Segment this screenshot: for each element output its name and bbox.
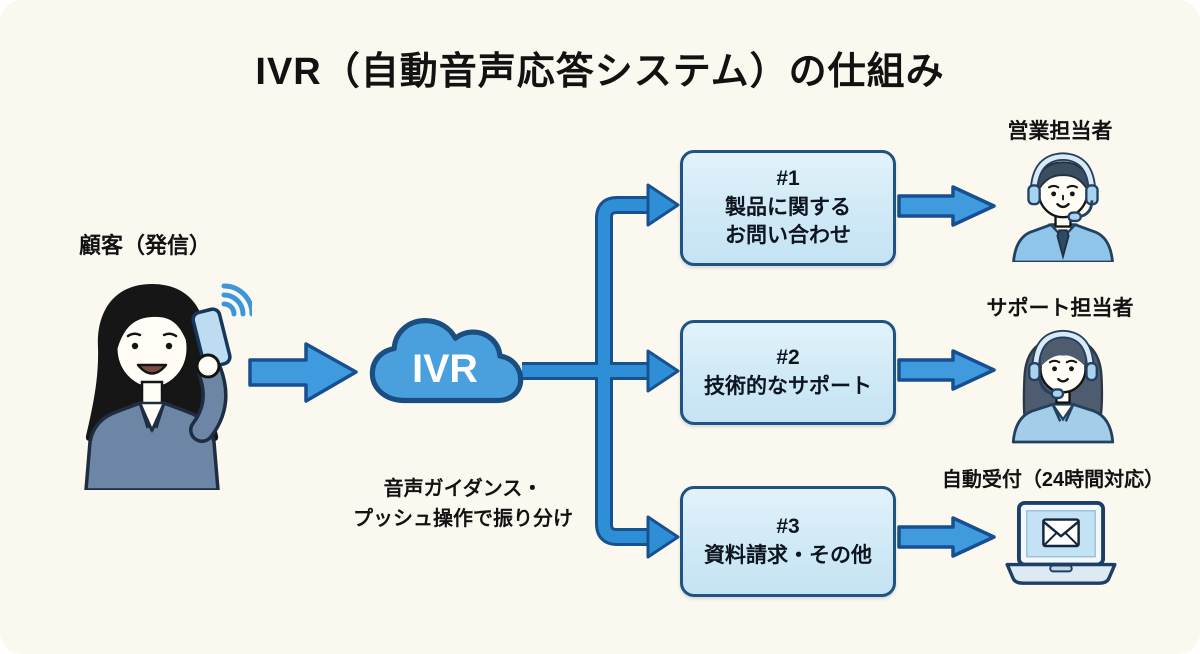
shirt <box>138 401 166 434</box>
branch-1-line1: 製品に関する <box>725 195 851 219</box>
ear-cup-right <box>1085 361 1098 382</box>
ivr-branch-connector <box>522 183 680 559</box>
branch-2-line1: 技術的なサポート <box>704 374 872 398</box>
female-agent-headset-icon <box>1011 329 1115 444</box>
branch-1-number: #1 <box>776 166 800 190</box>
page-title: IVR（自動音声応答システム）の仕組み <box>255 51 945 93</box>
caller-label: 顧客（発信） <box>78 233 211 258</box>
arrow-branch3-to-destination <box>897 516 996 558</box>
destination-2-label: サポート担当者 <box>986 297 1134 320</box>
mouth <box>136 363 168 375</box>
hand <box>195 353 221 379</box>
branch-2-number: #2 <box>776 345 800 369</box>
mic <box>1050 388 1065 400</box>
ear-cup-left <box>1027 184 1041 206</box>
inner-top <box>1050 403 1076 422</box>
branch-box-3: #3 資料請求・その他 <box>680 486 896 597</box>
branch-3-line1: 資料請求・その他 <box>704 543 872 567</box>
sound-waves-icon <box>221 283 252 317</box>
ivr-note-line1: 音声ガイダンス・ <box>383 478 543 500</box>
arrow-branch2-to-destination <box>897 349 996 391</box>
ivr-cloud-icon: IVR <box>369 318 524 404</box>
ivr-note: 音声ガイダンス・ プッシュ操作で振り分け <box>327 474 599 534</box>
branch-box-2: #2 技術的なサポート <box>680 320 896 425</box>
envelope-icon <box>1042 518 1080 548</box>
laptop-email-icon <box>1005 500 1117 585</box>
branch-box-1: #1 製品に関する お問い合わせ <box>680 150 896 266</box>
arrow-caller-to-ivr <box>248 342 358 403</box>
bangs <box>1040 343 1086 367</box>
destination-3-label: 自動受付（24時間対応） <box>941 469 1165 491</box>
branch-3-number: #3 <box>776 514 800 538</box>
mic <box>1067 211 1082 223</box>
ivr-note-line2: プッシュ操作で振り分け <box>353 508 573 530</box>
tie <box>1056 229 1070 260</box>
mouth <box>1056 202 1070 209</box>
mouth <box>1057 377 1069 383</box>
ivr-cloud-label: IVR <box>412 347 478 391</box>
woman-on-phone-icon <box>84 283 252 490</box>
branch-1-line2: お問い合わせ <box>725 224 851 248</box>
destination-1-label: 営業担当者 <box>1007 120 1113 143</box>
ear-cup-left <box>1028 361 1041 382</box>
laptop-base <box>1005 562 1117 585</box>
male-agent-headset-icon <box>1012 152 1114 262</box>
bangs <box>115 294 190 354</box>
arrow-branch1-to-destination <box>897 185 996 227</box>
